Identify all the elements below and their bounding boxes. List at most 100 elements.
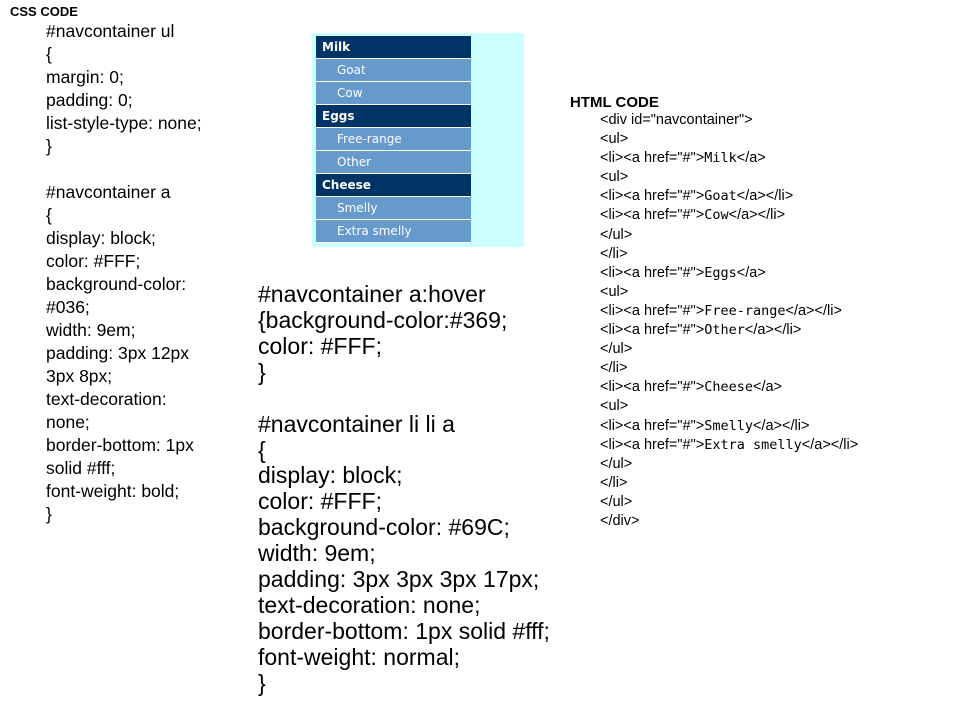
html-code-pre: <ul> <box>600 131 629 148</box>
html-code-line: <div id="navcontainer"> <box>600 111 950 130</box>
code-line <box>46 158 256 181</box>
html-code-post: </a></li> <box>801 436 859 453</box>
nav-sublink-smelly[interactable]: Smelly <box>316 197 471 220</box>
html-code-line: </div> <box>600 512 950 531</box>
css-code-heading: CSS CODE <box>10 4 78 19</box>
html-code-line: <li><a href="#">Eggs</a> <box>600 264 950 283</box>
html-code-line: <ul> <box>600 283 950 302</box>
code-line: display: block; <box>258 462 403 489</box>
html-code-line: </ul> <box>600 493 950 512</box>
css-code-block-2: #navcontainer a:hover{background-color:#… <box>258 281 588 697</box>
nav-sublink-free-range[interactable]: Free-range <box>316 128 471 151</box>
html-code-mono: Eggs <box>704 264 737 281</box>
html-code-line: <ul> <box>600 168 950 187</box>
html-code-line: <ul> <box>600 130 950 149</box>
code-line: padding: 3px 12px <box>46 343 190 363</box>
html-code-mono: Milk <box>704 150 737 167</box>
code-line: border-bottom: 1px <box>46 435 194 455</box>
nav-sublink-cow[interactable]: Cow <box>316 82 471 105</box>
html-code-line: <li><a href="#">Milk</a> <box>600 149 950 168</box>
code-line: } <box>46 136 52 156</box>
code-line: background-color: <box>46 274 187 294</box>
html-code-pre: </li> <box>600 474 628 491</box>
code-line: background-color: #69C; <box>258 514 510 541</box>
nav-subitem: Goat <box>316 59 471 82</box>
html-code-pre: <li><a href="#"> <box>600 379 705 396</box>
html-code-block: <div id="navcontainer"><ul><li><a href="… <box>600 111 950 531</box>
nav-link-cheese[interactable]: Cheese <box>316 174 471 197</box>
code-line: text-decoration: <box>46 389 167 409</box>
html-code-pre: </li> <box>600 360 628 377</box>
html-code-mono: Smelly <box>704 417 753 434</box>
nav-subitem: Extra smelly <box>316 220 471 243</box>
code-line: { <box>46 205 52 225</box>
html-code-line: <li><a href="#">Other</a></li> <box>600 321 950 340</box>
html-code-mono: Other <box>704 322 745 339</box>
code-line: {background-color:#369; <box>258 306 508 333</box>
html-code-mono: Goat <box>704 188 737 205</box>
code-line: #navcontainer ul <box>46 21 175 41</box>
nav-subitem: Cow <box>316 82 471 105</box>
code-line: #navcontainer li li a <box>258 410 455 437</box>
html-code-post: </a></li> <box>728 207 786 224</box>
nav-sublink-extra-smelly[interactable]: Extra smelly <box>316 220 471 243</box>
html-code-line: <li><a href="#">Free-range</a></li> <box>600 302 950 321</box>
code-line: } <box>258 358 266 385</box>
html-code-pre: </div> <box>600 512 640 529</box>
html-code-post: </a></li> <box>785 302 842 319</box>
html-code-line: <li><a href="#">Extra smelly</a></li> <box>600 436 950 455</box>
html-code-line: <li><a href="#">Smelly</a></li> <box>600 417 950 436</box>
code-line: padding: 3px 3px 3px 17px; <box>258 566 540 593</box>
code-line: color: #FFF; <box>46 251 141 271</box>
html-code-line: </ul> <box>600 340 950 359</box>
html-code-heading: HTML CODE <box>570 94 659 111</box>
code-line: margin: 0; <box>46 67 124 87</box>
code-line: font-weight: normal; <box>258 643 460 670</box>
html-code-pre: <li><a href="#"> <box>600 302 705 319</box>
nav-subitem: Smelly <box>316 197 471 220</box>
code-line: width: 9em; <box>258 540 376 567</box>
code-line: padding: 0; <box>46 90 133 110</box>
code-line: font-weight: bold; <box>46 481 180 501</box>
html-code-line: </li> <box>600 359 950 378</box>
html-code-pre: <div id="navcontainer"> <box>600 112 753 128</box>
html-code-line: <ul> <box>600 397 950 416</box>
code-line: list-style-type: none; <box>46 113 202 133</box>
html-code-pre: <li><a href="#"> <box>600 436 705 453</box>
html-code-pre: <ul> <box>600 169 629 186</box>
html-code-post: </a></li> <box>736 188 794 205</box>
nav-link-milk[interactable]: Milk <box>316 36 471 59</box>
code-line: #navcontainer a <box>46 182 171 202</box>
html-code-line: <li><a href="#">Goat</a></li> <box>600 187 950 206</box>
css-code-block-1: #navcontainer ul { margin: 0; padding: 0; li… <box>46 20 256 526</box>
html-code-post: </a></li> <box>753 417 810 434</box>
code-line: 3px 8px; <box>46 366 113 386</box>
html-code-mono: Cheese <box>704 379 753 396</box>
code-line: color: #FFF; <box>258 332 382 359</box>
nav-link-eggs[interactable]: Eggs <box>316 105 471 128</box>
nav-subitem: Free-range <box>316 128 471 151</box>
nav-sublink-other[interactable]: Other <box>316 151 471 174</box>
html-code-line: </li> <box>600 474 950 493</box>
html-code-pre: </ul> <box>600 455 633 472</box>
html-code-line: <li><a href="#">Cow</a></li> <box>600 206 950 225</box>
code-line: } <box>258 669 266 696</box>
code-line: width: 9em; <box>46 320 136 340</box>
nav-sublink-goat[interactable]: Goat <box>316 59 471 82</box>
html-code-pre: <li><a href="#"> <box>600 264 705 281</box>
html-code-line: </li> <box>600 245 950 264</box>
code-line: solid #fff; <box>46 458 116 478</box>
code-line: border-bottom: 1px solid #fff; <box>258 617 550 644</box>
html-code-mono: Free-range <box>704 302 786 319</box>
html-code-pre: <li><a href="#"> <box>600 150 705 167</box>
html-code-pre: </ul> <box>600 226 633 243</box>
html-code-pre: <li><a href="#"> <box>600 207 705 224</box>
html-code-pre: </li> <box>600 245 628 262</box>
nav-subitem: Other <box>316 151 471 174</box>
